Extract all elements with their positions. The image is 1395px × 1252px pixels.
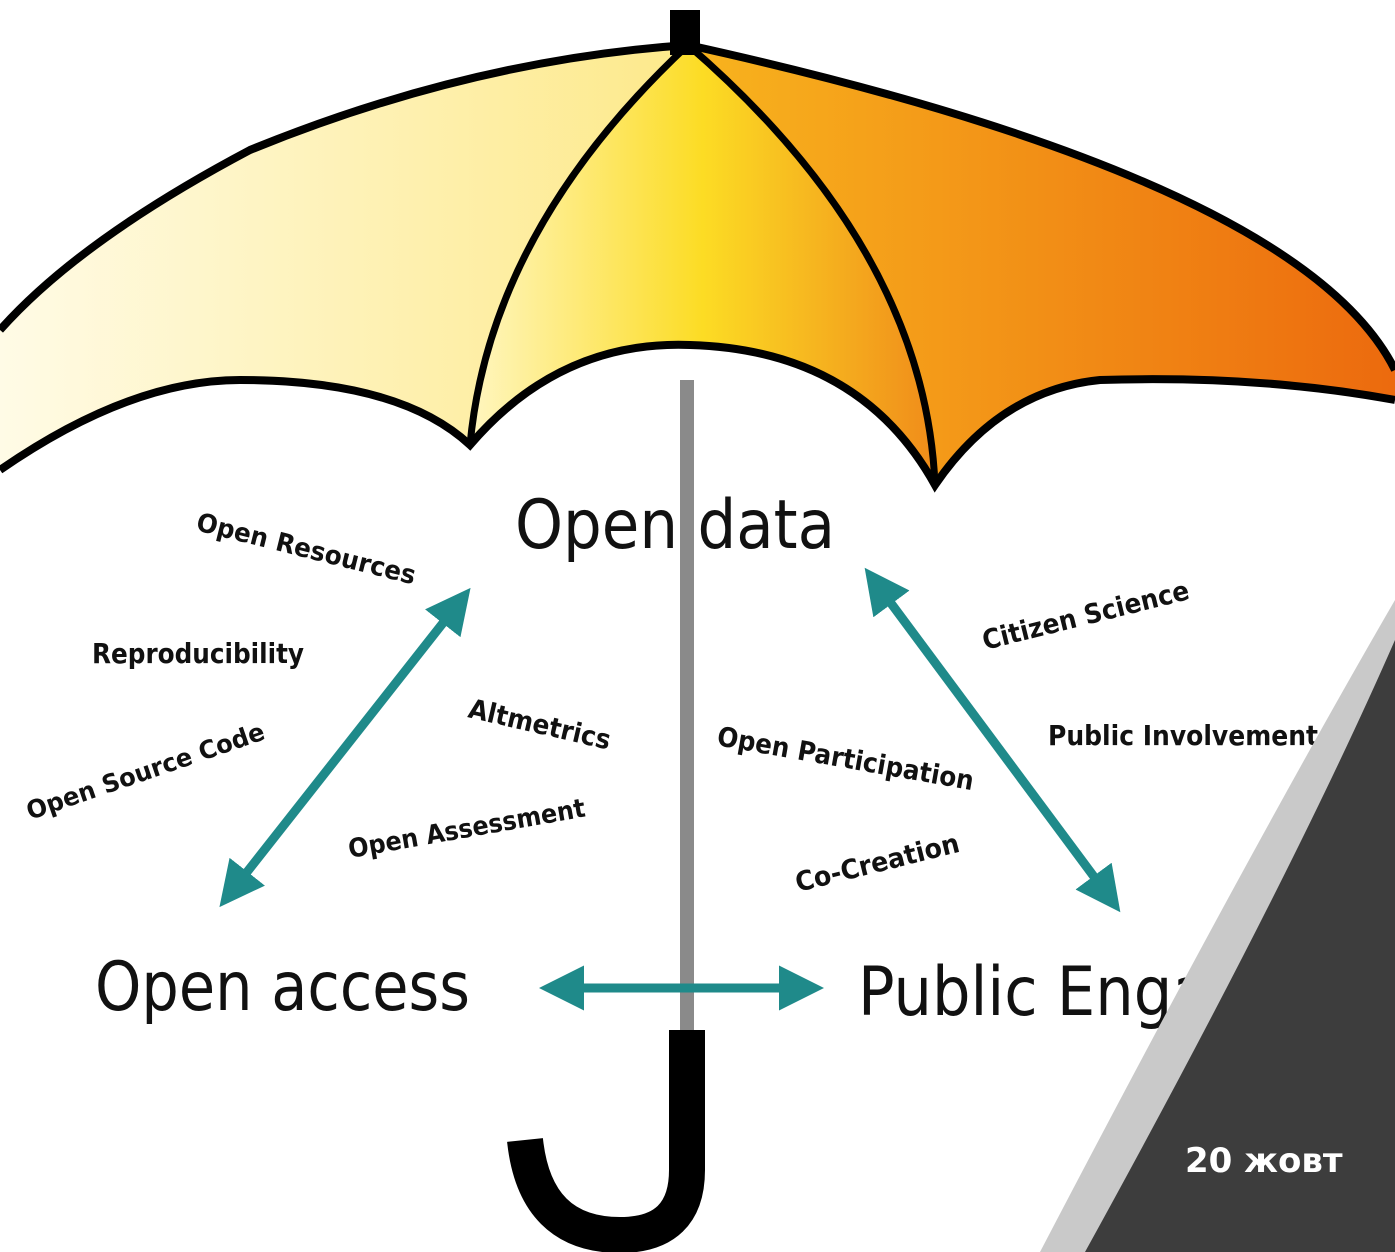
label-open-source-code: Open Source Code bbox=[23, 717, 269, 826]
label-reproducibility: Reproducibility bbox=[92, 637, 304, 670]
canopy-outline bbox=[0, 340, 1395, 493]
umbrella-shaft bbox=[680, 380, 694, 1040]
umbrella-handle bbox=[507, 1030, 705, 1252]
umbrella-canopy bbox=[0, 10, 1395, 493]
canopy-rib-left bbox=[466, 42, 691, 446]
canopy-rib-right bbox=[685, 42, 939, 486]
label-public-involvement: Public Involvement bbox=[1048, 719, 1318, 752]
label-citizen-science: Citizen Science bbox=[979, 575, 1192, 656]
label-open-access: Open access bbox=[95, 948, 470, 1027]
umbrella-tip bbox=[670, 10, 700, 55]
label-co-creation: Co-Creation bbox=[792, 828, 963, 899]
arrow-access-data bbox=[219, 587, 471, 908]
label-open: Open data bbox=[515, 486, 835, 565]
slide-date: 20 жовт bbox=[1185, 1141, 1343, 1181]
corner-panel bbox=[1085, 640, 1395, 1252]
label-altmetrics: Altmetrics bbox=[465, 694, 613, 757]
slide-corner-decoration bbox=[1040, 600, 1395, 1252]
canopy-outline-top bbox=[0, 40, 1395, 372]
canopy-panel-right bbox=[688, 45, 1395, 485]
label-open-resources: Open Resources bbox=[193, 508, 419, 592]
arrow-data-engagement bbox=[864, 567, 1121, 913]
label-open-assessment: Open Assessment bbox=[346, 794, 588, 865]
canopy-panel-center bbox=[470, 45, 935, 485]
canopy-panel-left bbox=[0, 45, 688, 470]
label-open-participation: Open Participation bbox=[715, 721, 976, 797]
relation-arrows bbox=[219, 567, 1121, 1011]
